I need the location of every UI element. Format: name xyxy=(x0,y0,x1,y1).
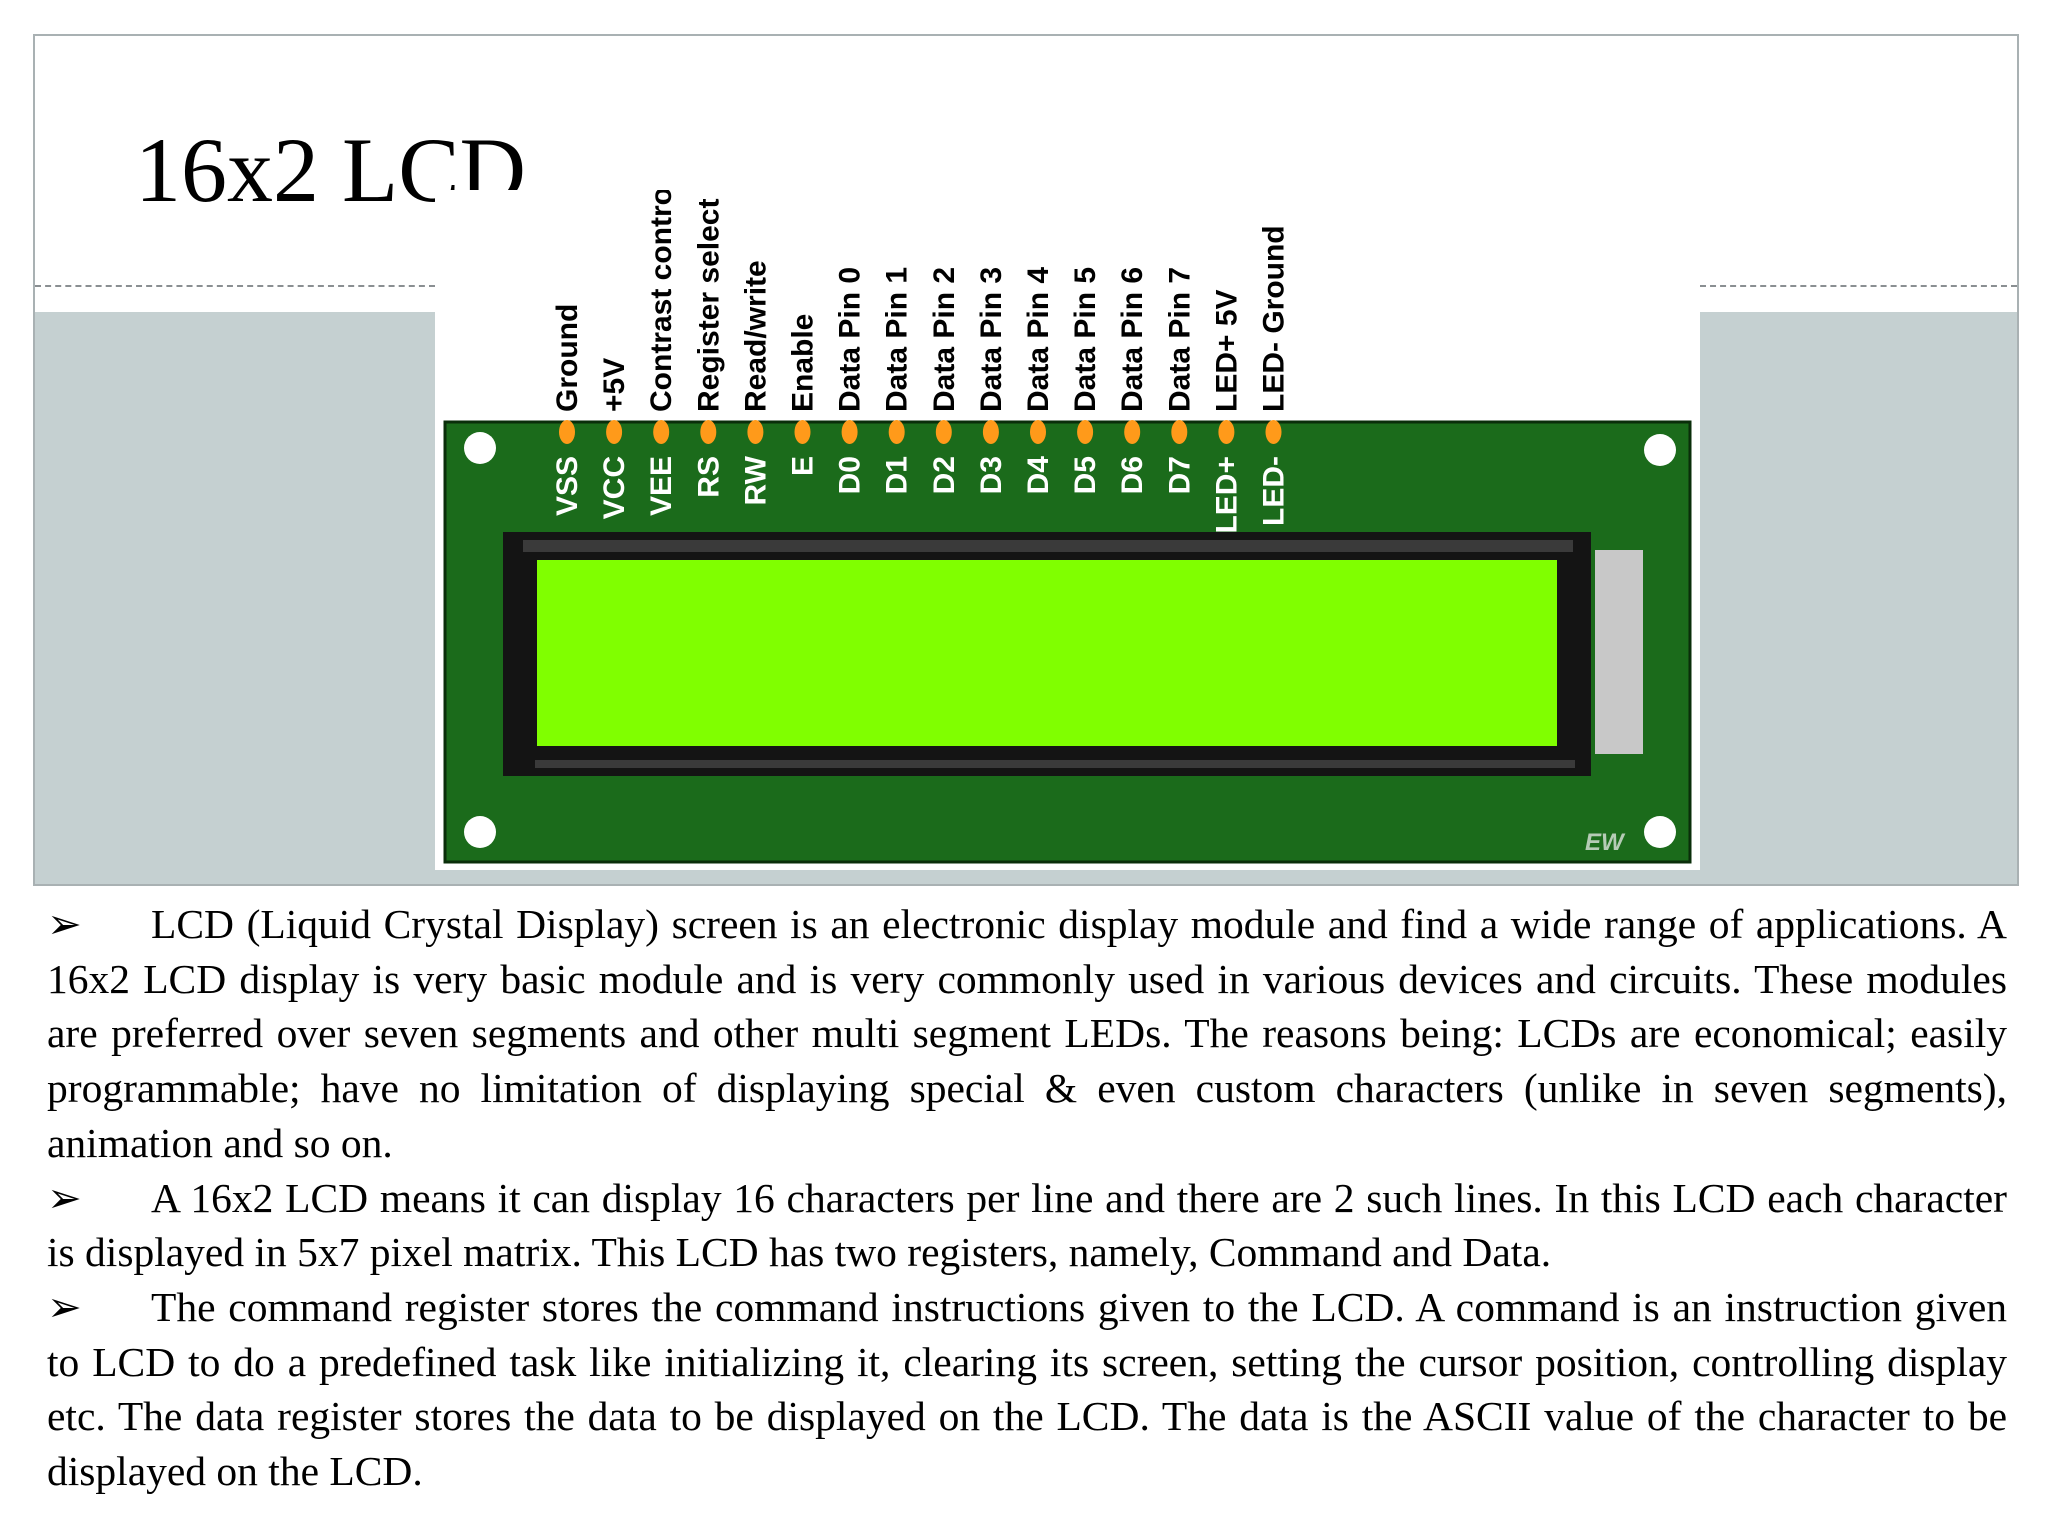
pin-code-label: RW xyxy=(739,455,772,505)
pin-code-label: D0 xyxy=(834,456,867,494)
pin-dot xyxy=(606,420,623,444)
body-text: ➢LCD (Liquid Crystal Display) screen is … xyxy=(47,897,2007,1499)
pin-dot xyxy=(1030,420,1046,444)
pin-code-label: RS xyxy=(692,456,725,498)
pin-function-label: Data Pin 2 xyxy=(928,267,961,412)
pin-code-label: E xyxy=(787,456,820,476)
pin-function-label: Data Pin 5 xyxy=(1069,267,1102,412)
pin-function-label: Data Pin 4 xyxy=(1022,267,1055,412)
pin-function-label: Data Pin 0 xyxy=(834,267,867,412)
pin-function-label: Read/write xyxy=(739,260,772,412)
paragraph-text: LCD (Liquid Crystal Display) screen is a… xyxy=(47,901,2007,1166)
pin-code-label: D1 xyxy=(881,456,914,494)
pin-function-label: Register select xyxy=(692,199,725,412)
bullet-paragraph-3: ➢The command register stores the command… xyxy=(47,1280,2007,1499)
pin-dot xyxy=(1265,420,1282,444)
title-divider-left xyxy=(35,285,435,287)
mounting-hole-bottom-right xyxy=(1644,816,1676,848)
paragraph-text: The command register stores the command … xyxy=(47,1283,2007,1495)
paragraph-text: A 16x2 LCD means it can display 16 chara… xyxy=(47,1174,2007,1276)
pin-code-label: VEE xyxy=(645,456,678,516)
pin-code-label: LED+ xyxy=(1210,456,1243,534)
pin-code-label: VSS xyxy=(551,456,584,516)
pin-dot xyxy=(653,420,670,444)
pin-function-label: Contrast control xyxy=(645,190,678,412)
pin-function-label: Data Pin 7 xyxy=(1163,267,1196,412)
pin-function-label: LED- Ground xyxy=(1258,225,1291,412)
pin-dot xyxy=(559,420,575,444)
pin-dot xyxy=(1077,420,1094,444)
mounting-hole-bottom-left xyxy=(464,816,496,848)
pin-function-label: Data Pin 3 xyxy=(975,267,1008,412)
pin-function-label: Ground xyxy=(551,304,584,412)
pin-code-label: D5 xyxy=(1069,456,1102,494)
pin-dot xyxy=(700,420,717,444)
pin-dot xyxy=(1124,420,1141,444)
maker-mark: EW xyxy=(1585,829,1626,856)
pin-function-label: Enable xyxy=(787,314,820,412)
pin-dot xyxy=(1171,420,1188,444)
lcd-screen xyxy=(537,560,1557,746)
bullet-paragraph-2: ➢A 16x2 LCD means it can display 16 char… xyxy=(47,1171,2007,1280)
bullet-arrow-icon: ➢ xyxy=(47,1174,82,1221)
pin-dot xyxy=(841,420,858,444)
pin-code-label: LED- xyxy=(1258,456,1291,526)
pin-dot xyxy=(1218,420,1235,444)
bullet-arrow-icon: ➢ xyxy=(47,901,82,947)
bullet-arrow-icon: ➢ xyxy=(47,1283,82,1330)
bullet-paragraph-1: ➢LCD (Liquid Crystal Display) screen is … xyxy=(47,897,2007,1171)
mounting-hole-top-right xyxy=(1644,434,1676,466)
pin-code-label: VCC xyxy=(598,456,631,519)
pin-code-label: D3 xyxy=(975,456,1008,494)
pin-code-label: D2 xyxy=(928,456,961,494)
pin-code-label: D4 xyxy=(1022,456,1055,495)
pin-function-label: LED+ 5V xyxy=(1210,289,1243,412)
bezel-strip-bottom xyxy=(535,760,1575,768)
pin-code-label: D6 xyxy=(1116,456,1149,494)
backlight-connector xyxy=(1595,550,1643,754)
pin-dot xyxy=(982,420,999,444)
pin-function-label: Data Pin 6 xyxy=(1116,267,1149,412)
pin-dot xyxy=(935,420,952,444)
pin-function-label: Data Pin 1 xyxy=(881,267,914,412)
mounting-hole-top-left xyxy=(464,432,496,464)
pin-dot xyxy=(888,420,905,444)
pin-dot xyxy=(747,420,764,444)
pin-function-label: +5V xyxy=(598,358,631,412)
title-divider-right xyxy=(1700,285,2017,287)
pin-code-label: D7 xyxy=(1163,456,1196,494)
bezel-strip-top xyxy=(523,540,1573,552)
pin-dot xyxy=(794,420,811,444)
